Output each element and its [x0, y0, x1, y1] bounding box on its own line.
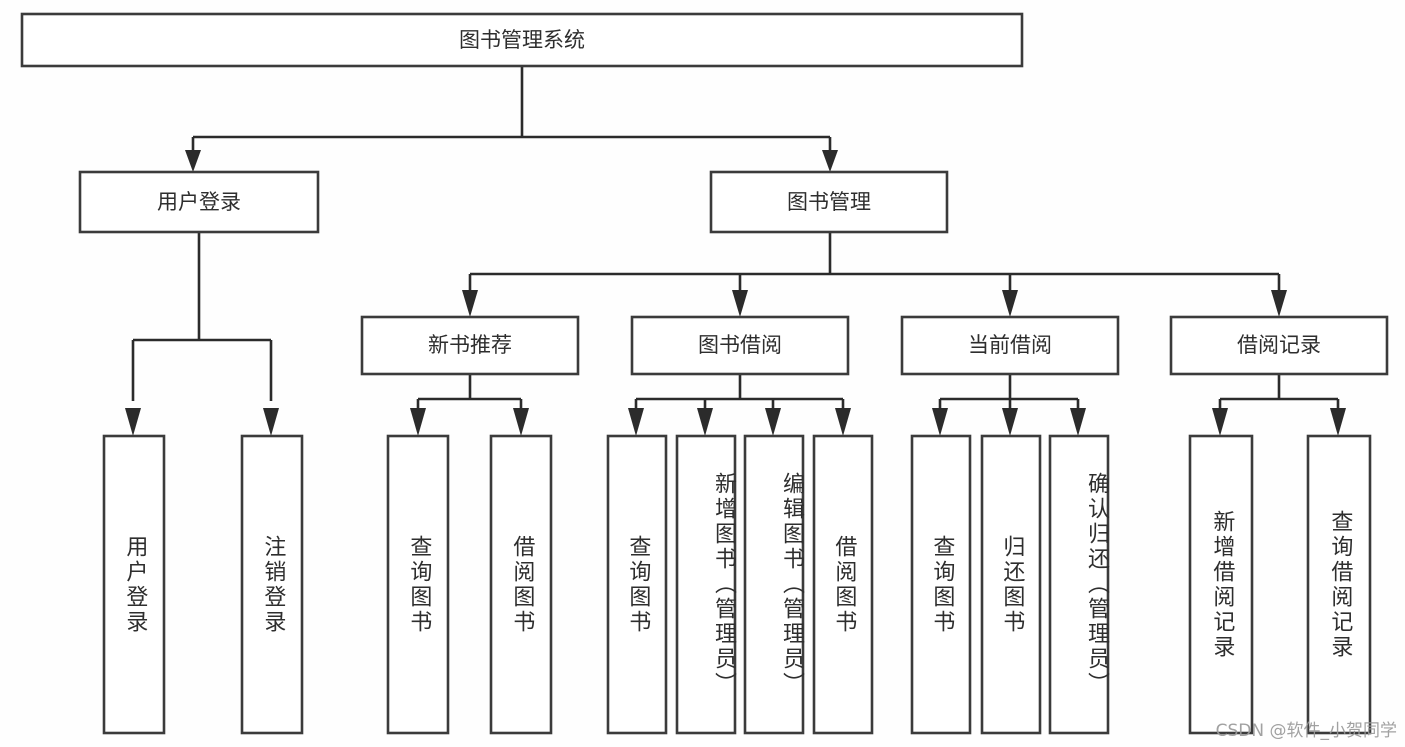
node-leaf-query-record-rect[interactable] [1306, 434, 1372, 735]
arrowhead-new-book-recommend [462, 290, 478, 317]
arrowhead-bookmanage [822, 150, 838, 172]
node-current-borrow-rect[interactable] [900, 315, 1120, 376]
node-book-borrow-label: 图书借阅 [698, 333, 782, 357]
node-title-label: 图书管理系统 [459, 28, 585, 52]
connector-group-userlogin [125, 232, 279, 436]
node-leaf-user-logout-rect[interactable] [240, 434, 304, 735]
node-book-manage-label: 图书管理 [787, 190, 871, 214]
node-leaf-confirm-return-rect[interactable] [1048, 434, 1110, 735]
arrowhead-current-borrow [1002, 290, 1018, 317]
arrowhead-leaf-add-record [1212, 408, 1228, 436]
node-book-borrow-rect[interactable] [630, 315, 850, 376]
arrowhead-leaf-edit-book [765, 408, 781, 436]
node-leaf-query-book-3-rect[interactable] [910, 434, 972, 735]
arrowhead-leaf-query-book-1 [410, 408, 426, 436]
node-new-book-recommend[interactable]: 新书推荐 [360, 315, 580, 376]
node-leaf-return-book-rect[interactable] [980, 434, 1042, 735]
node-user-login-label: 用户登录 [157, 190, 241, 214]
arrowhead-leaf-query-book-3 [932, 408, 948, 436]
arrowhead-userlogin [185, 150, 201, 172]
node-user-login-rect[interactable] [78, 170, 320, 234]
node-leaf-borrow-book-1-rect[interactable] [489, 434, 553, 735]
node-leaf-add-book-rect[interactable] [675, 434, 737, 735]
node-borrow-record-rect[interactable] [1169, 315, 1389, 376]
connector-group-newbook [410, 374, 529, 436]
node-title-box[interactable]: 图书管理系统 [20, 12, 1024, 68]
arrowhead-leaf-user-logout [263, 408, 279, 436]
arrowhead-leaf-borrow-book-2 [835, 408, 851, 436]
arrowhead-book-borrow [732, 290, 748, 317]
node-book-manage[interactable]: 图书管理 [709, 170, 949, 234]
arrowhead-leaf-query-book-2 [628, 408, 644, 436]
arrowhead-leaf-confirm-return [1070, 408, 1086, 436]
csdn-watermark: CSDN @软件_小贺同学 [1215, 721, 1397, 741]
arrowhead-borrow-record [1271, 290, 1287, 317]
node-current-borrow[interactable]: 当前借阅 [900, 315, 1120, 376]
node-title-rect[interactable] [20, 12, 1024, 68]
node-new-book-recommend-rect[interactable] [360, 315, 580, 376]
arrowhead-leaf-borrow-book-1 [513, 408, 529, 436]
node-book-manage-rect[interactable] [709, 170, 949, 234]
node-new-book-recommend-label: 新书推荐 [428, 333, 512, 357]
arrowhead-leaf-user-login [125, 408, 141, 436]
node-user-login[interactable]: 用户登录 [78, 170, 320, 234]
connector-group-root [185, 66, 838, 172]
node-current-borrow-label: 当前借阅 [968, 333, 1052, 357]
arrowhead-leaf-query-record [1330, 408, 1346, 436]
node-leaf-edit-book-rect[interactable] [743, 434, 805, 735]
node-borrow-record[interactable]: 借阅记录 [1169, 315, 1389, 376]
arrowhead-leaf-add-book [697, 408, 713, 436]
node-borrow-record-label: 借阅记录 [1237, 333, 1321, 357]
node-leaf-borrow-book-2-rect[interactable] [812, 434, 874, 735]
arrowhead-leaf-return-book [1002, 408, 1018, 436]
node-leaf-query-book-2-rect[interactable] [606, 434, 668, 735]
node-leaf-user-login-rect[interactable] [102, 434, 166, 735]
connector-group-currentborrow [932, 374, 1086, 436]
connector-group-bookmanage [462, 232, 1287, 317]
node-leaf-add-record-rect[interactable] [1188, 434, 1254, 735]
connector-group-borrowrecord [1212, 374, 1346, 436]
connector-group-bookborrow [628, 374, 851, 436]
node-leaf-query-book-1-rect[interactable] [386, 434, 450, 735]
node-book-borrow[interactable]: 图书借阅 [630, 315, 850, 376]
